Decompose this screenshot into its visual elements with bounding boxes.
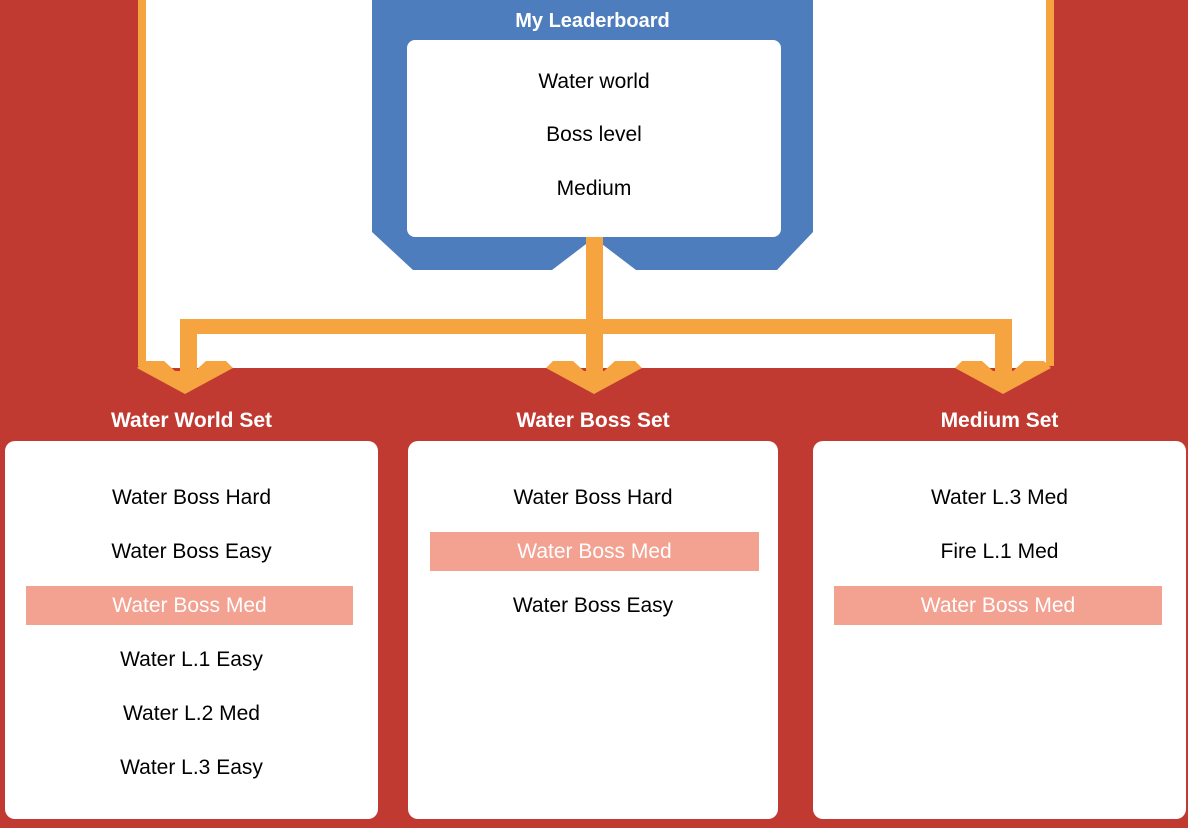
list-item: Water Boss Hard	[513, 486, 673, 509]
set-header-water-world: Water World Set	[110, 409, 273, 432]
list-item: Water Boss Easy	[111, 540, 272, 563]
list-item-highlighted: Water Boss Med	[834, 586, 1162, 625]
set-card-medium: Water L.3 Med Fire L.1 Med Water Boss Me…	[813, 441, 1186, 819]
list-item-highlighted: Water Boss Med	[430, 532, 759, 571]
connector-line-right	[1046, 0, 1054, 366]
root-node-title: My Leaderboard	[515, 10, 670, 32]
set-card-water-boss: Water Boss Hard Water Boss Med Water Bos…	[408, 441, 778, 819]
set-header-medium: Medium Set	[940, 409, 1059, 432]
list-item: Fire L.1 Med	[940, 540, 1059, 563]
set-header-water-boss: Water Boss Set	[516, 409, 670, 432]
list-item: Water L.2 Med	[123, 702, 260, 725]
set-card-water-world: Water Boss Hard Water Boss Easy Water Bo…	[5, 441, 378, 819]
root-field-difficulty: Medium	[556, 177, 632, 200]
connector-line-left	[138, 0, 146, 366]
list-item: Water L.3 Med	[931, 486, 1068, 509]
list-item: Water L.3 Easy	[120, 756, 263, 779]
root-node-card: Water world Boss level Medium	[407, 40, 781, 237]
root-field-world: Water world	[538, 70, 650, 93]
list-item: Water Boss Easy	[512, 594, 674, 617]
list-item: Water Boss Hard	[111, 486, 272, 509]
list-item: Water L.1 Easy	[120, 648, 263, 671]
root-field-level: Boss level	[546, 123, 642, 146]
list-item-highlighted: Water Boss Med	[26, 586, 353, 625]
